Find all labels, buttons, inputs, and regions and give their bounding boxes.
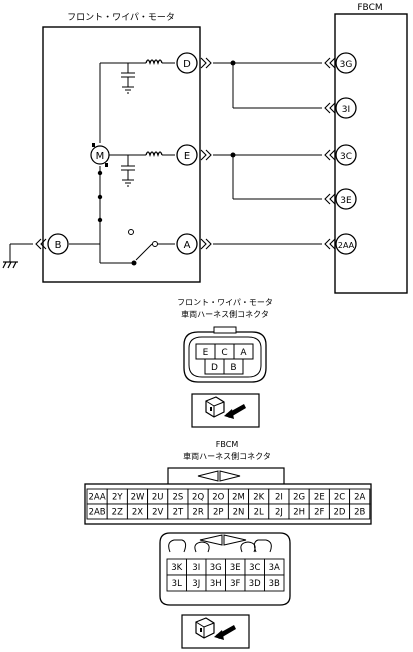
fbcm-connector-2-pin-2c: 2C bbox=[334, 493, 345, 503]
coil-icon bbox=[145, 151, 163, 158]
fbcm-connector-2-pin-2l: 2L bbox=[254, 508, 264, 518]
svg-text:A: A bbox=[184, 240, 191, 251]
fbcm-connector-2-pin-2n: 2N bbox=[233, 508, 245, 518]
fbcm-connector-2-pin-2s: 2S bbox=[172, 493, 183, 503]
fbcm-connector-3: 3K 3I 3G 3E 3C 3A 3L 3J 3H 3F 3D 3B bbox=[159, 532, 291, 606]
fbcm-connector-3-pin-3k: 3K bbox=[171, 563, 182, 573]
fbcm-connector-2-pin-2x: 2X bbox=[132, 508, 143, 518]
fbcm-connector-3-pin-3l: 3L bbox=[172, 579, 182, 589]
fbcm-connector-2-pin-2t: 2T bbox=[173, 508, 184, 518]
connector-plug-icon bbox=[181, 614, 250, 649]
fbcm-connector-2-pin-2p: 2P bbox=[213, 508, 224, 518]
fbcm-connector-2-pin-2g: 2G bbox=[293, 493, 305, 503]
fbcm-connector-3-pin-3f: 3F bbox=[230, 579, 240, 589]
fbcm-connector-2-pin-2h: 2H bbox=[293, 508, 305, 518]
fbcm-connector-2-pin-2q: 2Q bbox=[192, 493, 204, 503]
fbcm-connector-title-1: FBCM bbox=[216, 440, 239, 449]
fbcm-terminal-2aa: 2AA bbox=[335, 233, 357, 255]
fbcm-connector-3-pin-3b: 3B bbox=[269, 579, 280, 589]
ground-symbol-icon bbox=[2, 261, 18, 269]
svg-text:3C: 3C bbox=[340, 152, 352, 162]
svg-text:2AA: 2AA bbox=[338, 241, 355, 250]
fbcm-connector-2-pin-2z: 2Z bbox=[112, 508, 123, 518]
fbcm-box bbox=[334, 13, 408, 294]
fbcm-connector-2-pin-2r: 2R bbox=[192, 508, 203, 518]
fbcm-connector-3-pin-3c: 3C bbox=[249, 563, 260, 573]
fbcm-connector-2-pin-2b: 2B bbox=[354, 508, 365, 518]
switch-contact bbox=[128, 229, 134, 235]
motor-label: M bbox=[96, 151, 105, 162]
connector-plug-icon bbox=[191, 393, 260, 428]
fbcm-connector-3-pin-3g: 3G bbox=[210, 563, 222, 573]
fbcm-connector-2-pin-2e: 2E bbox=[314, 493, 325, 503]
capacitor-icon bbox=[121, 155, 135, 187]
motor-terminal-e: E bbox=[176, 144, 198, 166]
fbcm-connector-3-pin-3e: 3E bbox=[230, 563, 241, 573]
fbcm-connector-2-pin-2k: 2K bbox=[253, 493, 264, 503]
motor-terminal-a: A bbox=[176, 233, 198, 255]
fbcm-connector-2-pin-2f: 2F bbox=[314, 508, 324, 518]
fbcm-terminal-3e: 3E bbox=[335, 188, 357, 210]
junction-dot bbox=[230, 60, 236, 66]
fbcm-connector-3-pin-3a: 3A bbox=[269, 563, 280, 573]
switch-icon bbox=[152, 241, 158, 247]
harness-wires bbox=[9, 62, 322, 262]
fbcm-connector-3-pin-3j: 3J bbox=[192, 579, 200, 589]
motor-terminal-b: B bbox=[47, 233, 69, 255]
motor-connector-face: E C A D B bbox=[183, 326, 267, 383]
fbcm-connector-2-pin-2u: 2U bbox=[152, 493, 164, 503]
junction-dots bbox=[97, 170, 137, 266]
fbcm-connector-2-pin-2o: 2O bbox=[212, 493, 224, 503]
fbcm-connector-2-pin-2a: 2A bbox=[354, 493, 365, 503]
fbcm-terminal-3g: 3G bbox=[335, 52, 357, 74]
motor-pin-e: E bbox=[203, 348, 209, 358]
fbcm-connector-2-pin-2ab: 2AB bbox=[89, 508, 106, 518]
connector-chevrons bbox=[35, 57, 336, 250]
motor-pin-a: A bbox=[240, 348, 247, 358]
motor-internal-wiring bbox=[69, 62, 175, 264]
fbcm-connector-2-pin-2w: 2W bbox=[131, 493, 145, 503]
junction-dot bbox=[230, 152, 236, 158]
fbcm-connector-2-pin-2d: 2D bbox=[334, 508, 346, 518]
svg-text:E: E bbox=[184, 151, 190, 162]
capacitor-icon bbox=[121, 63, 135, 94]
fbcm-connector-2-pin-2y: 2Y bbox=[112, 493, 123, 503]
svg-text:3E: 3E bbox=[340, 196, 352, 206]
fbcm-connector-2-pin-2v: 2V bbox=[152, 508, 163, 518]
fbcm-connector-3-cell bbox=[264, 574, 285, 592]
fbcm-connector-2-pin-2aa: 2AA bbox=[88, 493, 105, 503]
fbcm-connector-2-pin-2m: 2M bbox=[232, 493, 245, 503]
motor-terminal-d: D bbox=[176, 52, 198, 74]
fbcm-terminal-3c: 3C bbox=[335, 144, 357, 166]
fbcm-connector-3-pin-3d: 3D bbox=[249, 579, 261, 589]
coil-icon bbox=[145, 59, 163, 66]
motor-icon: M bbox=[90, 143, 110, 167]
motor-pin-d: D bbox=[211, 363, 218, 373]
fbcm-connector-2: 2AA 2Y 2W 2U 2S 2Q 2O 2M 2K 2I 2G 2E 2C 2A 2AB 2Z 2X 2V 2T… bbox=[84, 467, 372, 525]
fbcm-connector-3-pin-3i: 3I bbox=[192, 563, 200, 573]
svg-text:3I: 3I bbox=[342, 105, 350, 115]
motor-box bbox=[42, 26, 201, 283]
motor-connector-title-1: フロント・ワイパ・モータ bbox=[177, 298, 273, 307]
fbcm-connector-3-pin-3h: 3H bbox=[210, 579, 222, 589]
fbcm-connector-2-pin-2j: 2J bbox=[275, 508, 283, 518]
svg-text:D: D bbox=[183, 59, 191, 70]
fbcm-box-title: FBCM bbox=[357, 3, 382, 13]
motor-box-title: フロント・ワイパ・モータ bbox=[67, 12, 175, 23]
fbcm-connector-2-pin-2i: 2I bbox=[275, 493, 283, 503]
motor-pin-c: C bbox=[221, 348, 227, 358]
motor-pin-b: B bbox=[230, 363, 236, 373]
fbcm-terminal-3i: 3I bbox=[335, 97, 357, 119]
svg-text:B: B bbox=[55, 240, 62, 251]
fbcm-connector-title-2: 車両ハーネス側コネクタ bbox=[183, 451, 271, 461]
fbcm-connector-2-cell bbox=[349, 503, 371, 520]
svg-text:3G: 3G bbox=[340, 60, 353, 70]
motor-connector-title-2: 車両ハーネス側コネクタ bbox=[181, 309, 269, 319]
